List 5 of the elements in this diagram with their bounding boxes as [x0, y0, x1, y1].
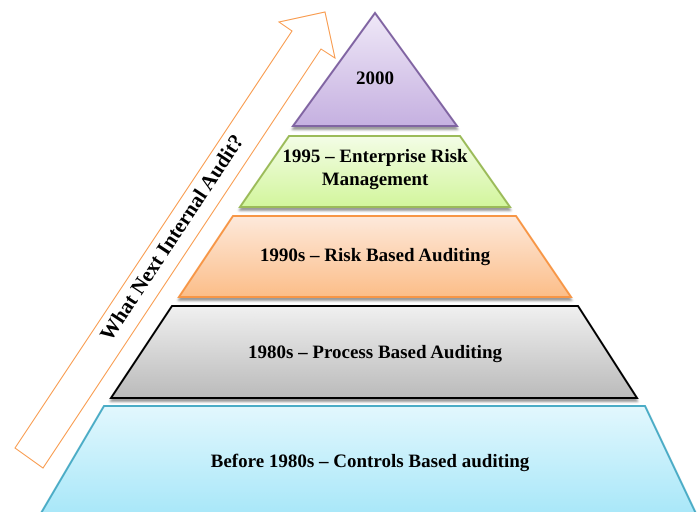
layer-label: 1980s – Process Based Auditing — [246, 342, 504, 365]
layer-label: Before 1980s – Controls Based auditing — [210, 451, 530, 474]
layer-label: 1995 – Enterprise Risk Management — [281, 146, 469, 192]
layer-label: 1990s – Risk Based Auditing — [258, 245, 492, 268]
layer-label: 2000 — [355, 68, 395, 91]
